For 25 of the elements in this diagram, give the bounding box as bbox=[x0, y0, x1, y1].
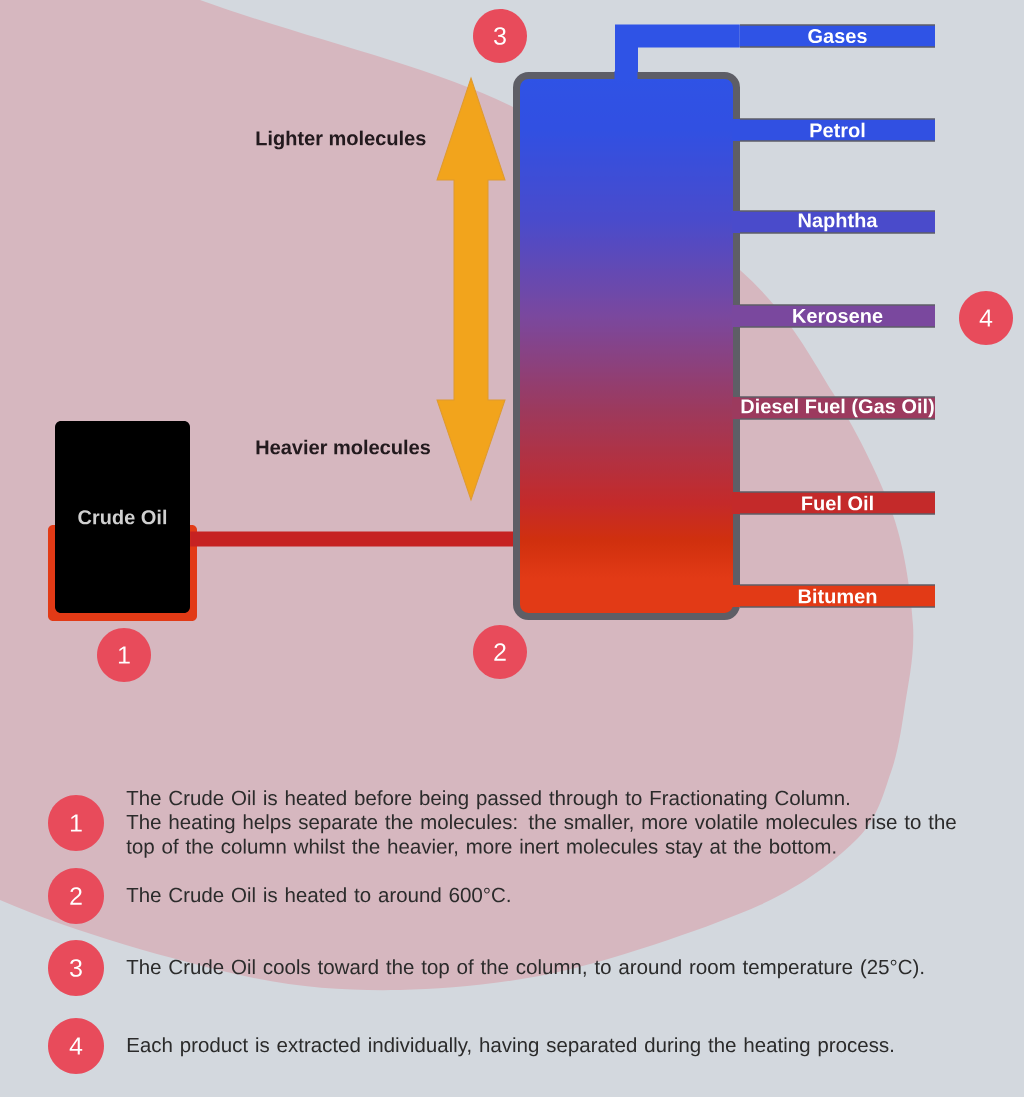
step-description: The Crude Oil cools toward the top of the column, to around room temperature (25°C). bbox=[126, 959, 924, 979]
step-description: The Crude Oil is heated before being passed through to Fractionating Column. bbox=[126, 790, 849, 810]
text-label: Lighter molecules bbox=[256, 130, 426, 150]
text-label: Heavier molecules bbox=[256, 439, 430, 455]
step-description: The heating helps separate the molecules: the smaller, more volatile molecules rise to the top of the column whilst the heavier, more inert molecules stay at the bottom. bbox=[126, 814, 956, 858]
step-number: 2 bbox=[48, 868, 104, 924]
node-label: Bitumen bbox=[798, 588, 877, 604]
callout-number: 1 bbox=[97, 628, 151, 682]
pipe bbox=[615, 24, 740, 72]
node-label: Fuel Oil bbox=[802, 495, 873, 511]
pipe bbox=[190, 531, 513, 547]
step-number: 4 bbox=[48, 1018, 104, 1074]
step-description: The Crude Oil is heated to around 600°C. bbox=[126, 887, 510, 903]
step-description: Each product is extracted individually, having separated during the heating process. bbox=[127, 1037, 893, 1057]
callout-number: 3 bbox=[473, 9, 527, 63]
node-label: Gases bbox=[808, 28, 867, 44]
step-number: 1 bbox=[48, 795, 104, 851]
node-label: Kerosene bbox=[793, 309, 883, 323]
crude-oil-tank: Crude Oil bbox=[48, 421, 197, 621]
node-label: Petrol bbox=[810, 122, 865, 138]
callout-number: 2 bbox=[473, 625, 527, 679]
node-label: Naphtha bbox=[798, 212, 878, 232]
product-band: Gases bbox=[739, 24, 936, 48]
step-number: 3 bbox=[48, 940, 104, 996]
callout-number: 4 bbox=[959, 291, 1013, 345]
